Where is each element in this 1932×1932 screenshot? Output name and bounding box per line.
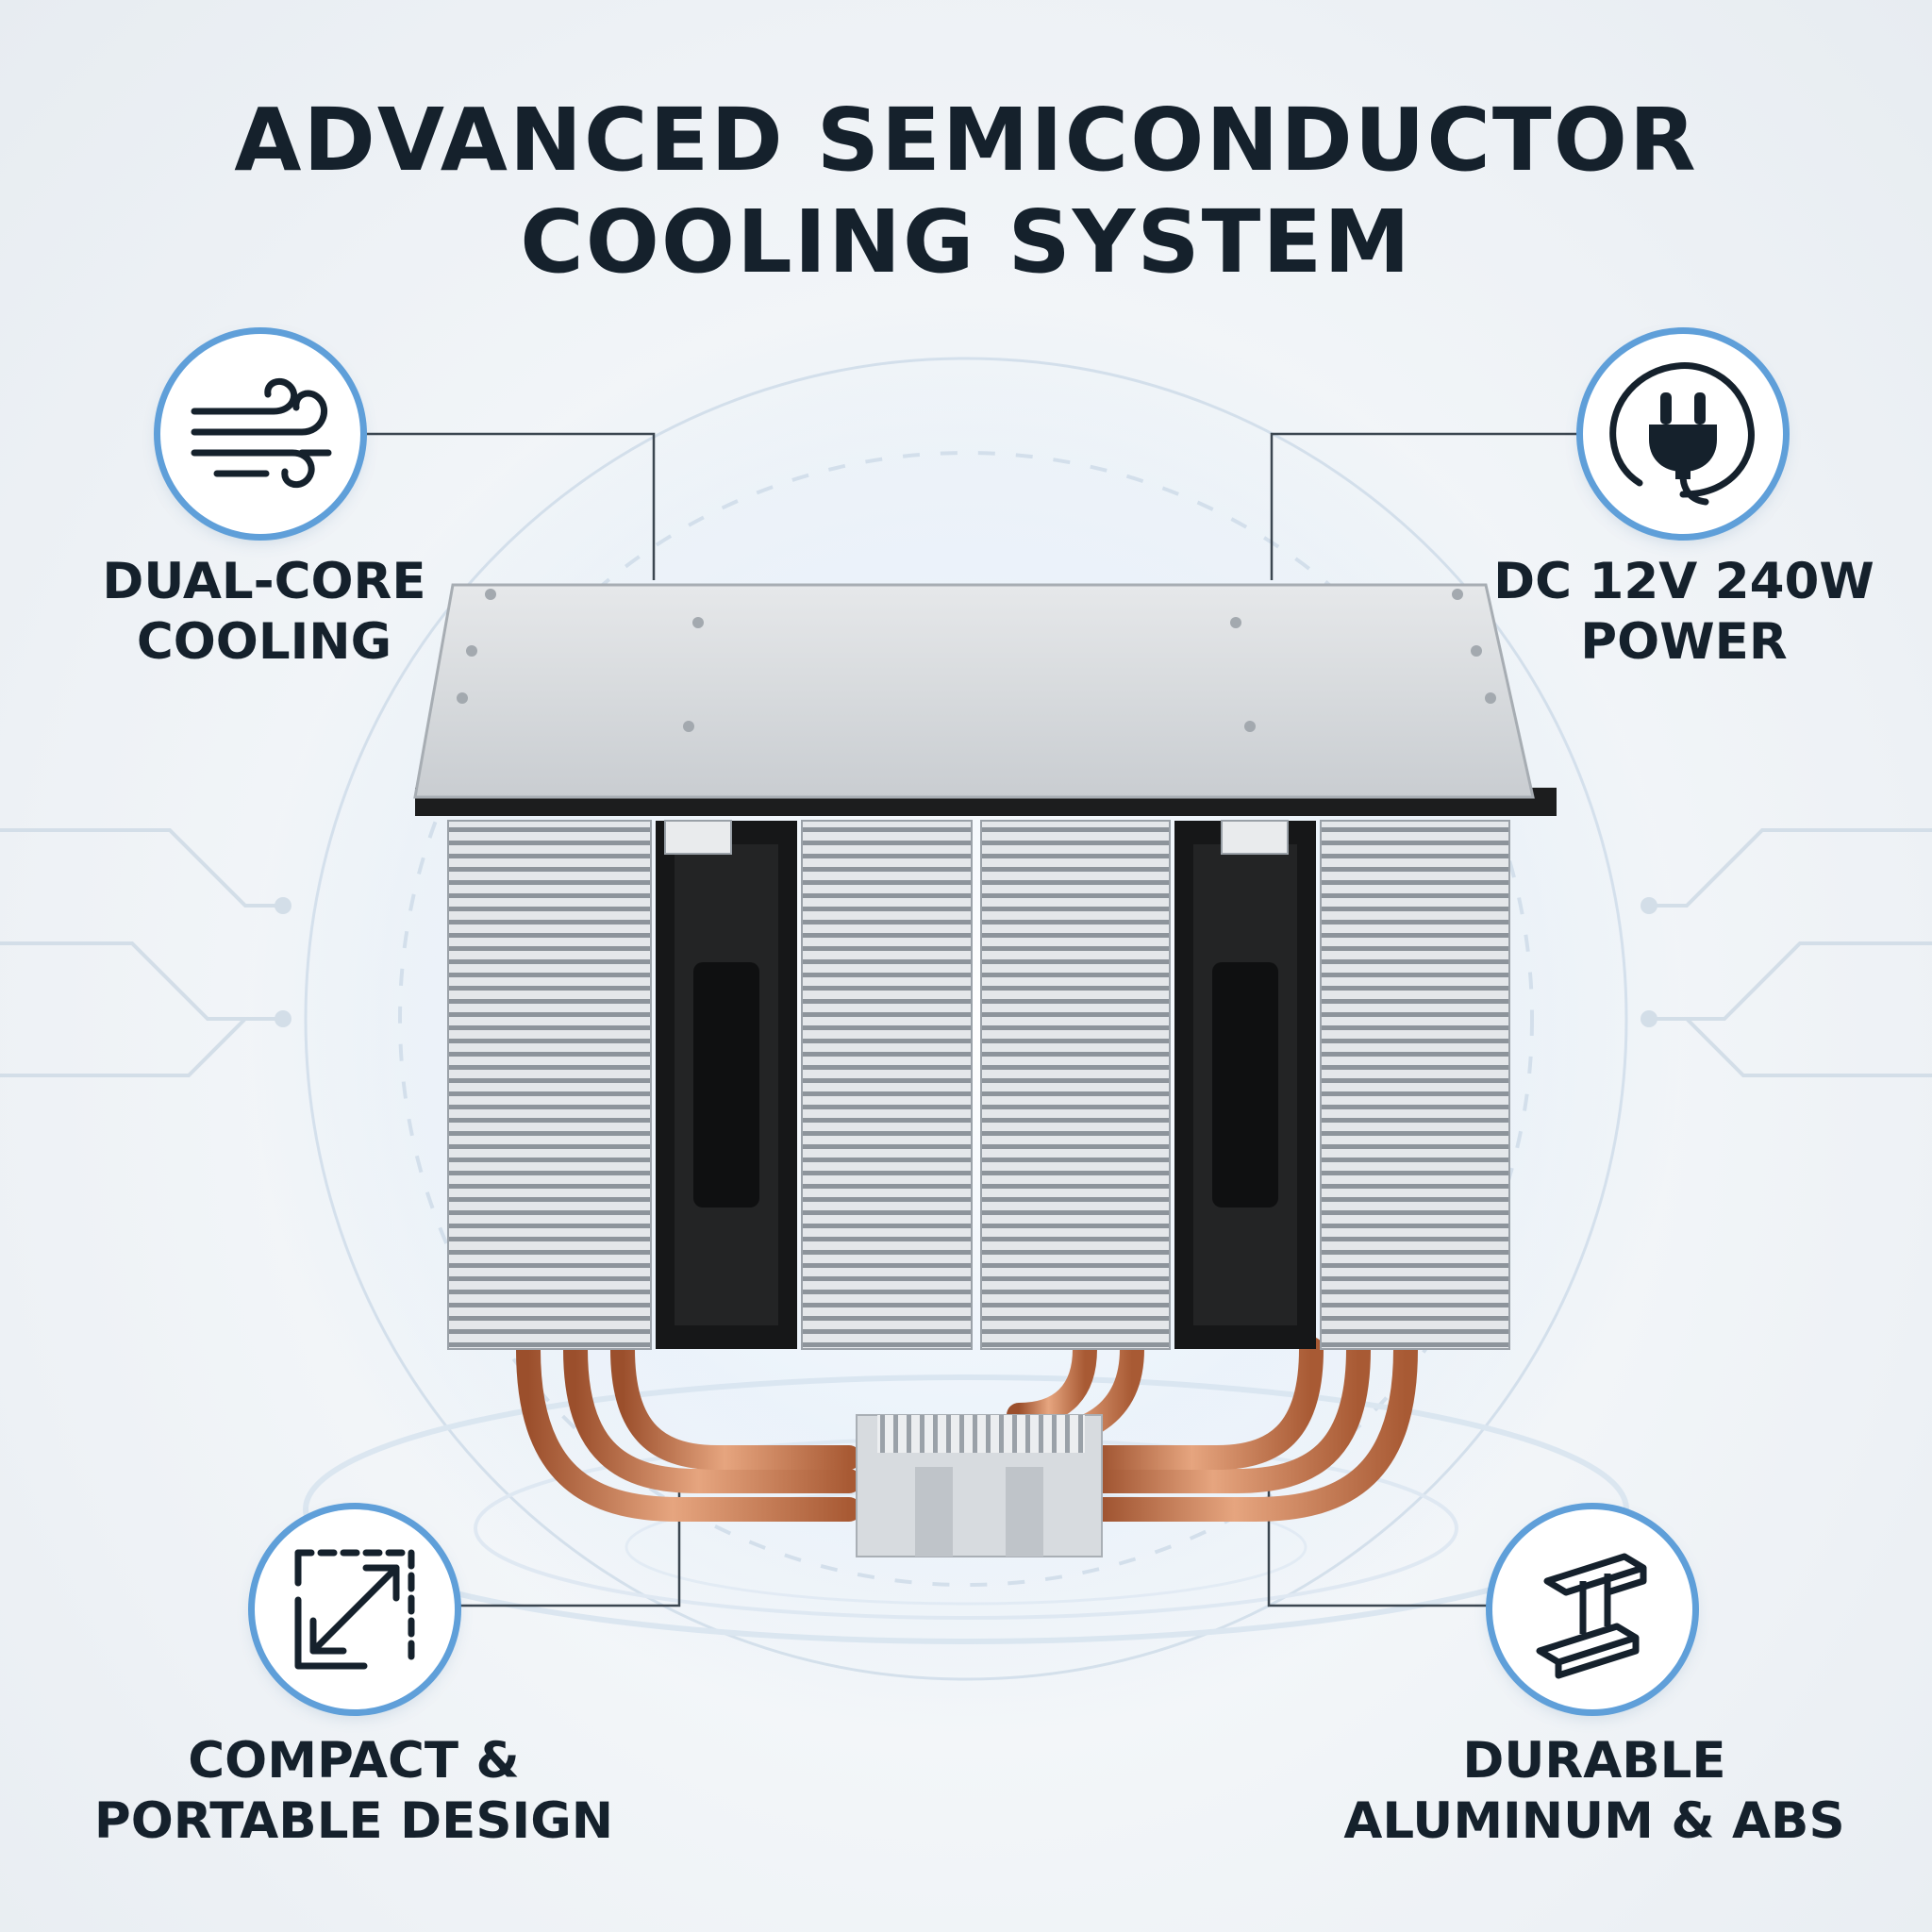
feature-label-compact: COMPACT & PORTABLE DESIGN	[66, 1731, 641, 1852]
feature-label-line: ALUMINUM & ABS	[1343, 1792, 1845, 1850]
resize-icon	[294, 1549, 415, 1670]
feature-label-line: POWER	[1580, 613, 1788, 671]
feature-label-line: DURABLE	[1462, 1732, 1726, 1790]
feature-badge-compact	[255, 1509, 455, 1709]
feature-label-line: DUAL-CORE	[102, 553, 426, 610]
feature-label-line: COOLING	[136, 613, 392, 671]
plug-icon	[1609, 362, 1755, 506]
feature-badge-durable	[1492, 1509, 1692, 1709]
wind-icon	[191, 377, 332, 489]
page-title: ADVANCED SEMICONDUCTOR COOLING SYSTEM	[0, 90, 1932, 293]
feature-label-line: PORTABLE DESIGN	[93, 1792, 614, 1850]
feature-badge-power	[1583, 334, 1783, 534]
feature-label-durable: DURABLE ALUMINUM & ABS	[1330, 1731, 1858, 1852]
feature-label-dual-core: DUAL-CORE COOLING	[57, 552, 472, 673]
steel-beam-icon	[1536, 1553, 1647, 1679]
title-line-2: COOLING SYSTEM	[520, 192, 1412, 292]
feature-label-line: COMPACT &	[188, 1732, 520, 1790]
feature-label-power: DC 12V 240W POWER	[1472, 552, 1896, 673]
feature-label-line: DC 12V 240W	[1493, 553, 1874, 610]
title-line-1: ADVANCED SEMICONDUCTOR	[234, 90, 1698, 191]
feature-badge-dual-core	[160, 334, 360, 534]
